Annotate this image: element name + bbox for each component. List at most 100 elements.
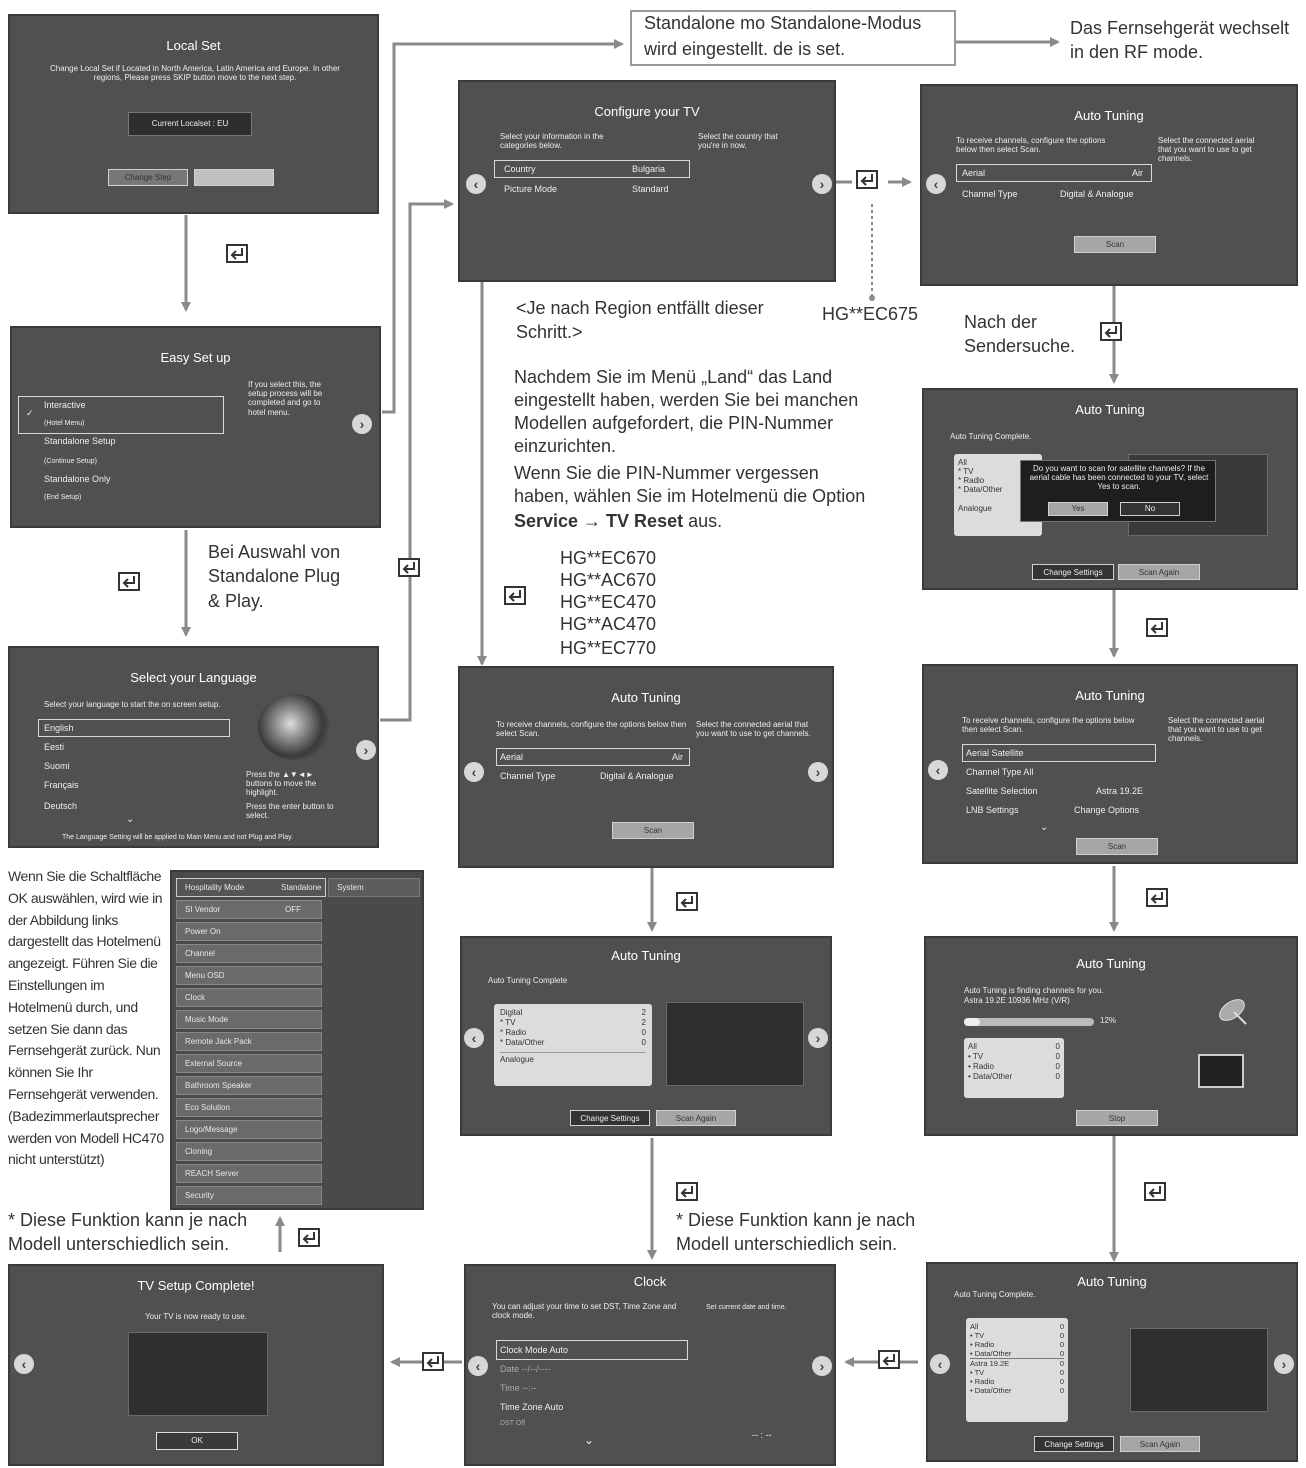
arrow-left-icon[interactable]: ‹ [926,174,946,194]
menu-bathroom-speaker[interactable]: Bathroom Speaker [176,1076,322,1095]
language-suomi[interactable]: Suomi [44,761,70,771]
menu-remote-jack-pack[interactable]: Remote Jack Pack [176,1032,322,1051]
screen-description: Change Local Set if Located in North Ame… [50,64,340,83]
no-button[interactable]: No [1120,502,1180,516]
item-count: 0 [1059,1340,1064,1349]
option-standalone-only[interactable]: Standalone Only [44,474,111,484]
arrow-right-icon[interactable]: › [1274,1354,1294,1374]
arrow-left-icon[interactable]: ‹ [466,174,486,194]
arrow-left-icon[interactable]: ‹ [464,762,484,782]
menu-music-mode[interactable]: Music Mode [176,1010,322,1029]
enter-key-icon [1144,1182,1166,1201]
item-label: Analogue [500,1055,534,1064]
row-aerial-label[interactable]: Aerial [962,168,986,178]
menu-eco-solution[interactable]: Eco Solution [176,1098,322,1117]
ok-button[interactable]: OK [156,1432,238,1450]
language-deutsch[interactable]: Deutsch [44,801,78,811]
row-aerial-value: Air [672,752,683,762]
help-move: Press the ▲▼◄► buttons to move the highl… [246,770,317,798]
language-francais[interactable]: Français [44,780,79,790]
scan-button[interactable]: Scan [1076,838,1158,855]
stop-button[interactable]: Stop [1076,1110,1158,1126]
chevron-down-icon[interactable]: ⌄ [126,814,135,825]
menu-channel[interactable]: Channel [176,944,322,963]
arrow-left-icon[interactable]: ‹ [14,1354,34,1374]
row-satellite-selection-label[interactable]: Satellite Selection [966,786,1038,796]
row-aerial-label[interactable]: Aerial [500,752,524,762]
progress-fill [964,1018,980,1026]
arrow-right-icon[interactable]: › [808,1028,828,1048]
row-aerial-satellite[interactable]: Aerial Satellite [966,748,1024,758]
yes-button[interactable]: Yes [1048,502,1108,516]
arrow-right-icon[interactable]: › [352,414,372,434]
row-picture-mode-label[interactable]: Picture Mode [504,184,558,194]
item-count: 2 [641,1008,646,1017]
enter-key-icon [504,586,526,605]
menu-security[interactable]: Security [176,1186,322,1205]
selected-row-box [962,744,1156,762]
change-settings-button[interactable]: Change Settings [570,1110,650,1126]
footer-note: The Language Setting will be applied to … [62,834,294,841]
language-english[interactable]: English [44,723,74,733]
list-item: * TV [958,467,974,476]
item-count: 0 [641,1038,646,1047]
scan-again-button[interactable]: Scan Again [656,1110,736,1126]
row-country-label[interactable]: Country [504,164,536,174]
item-count: 0 [1059,1322,1064,1331]
scan-button[interactable]: Scan [612,822,694,839]
row-channel-type[interactable]: Channel Type All [966,767,1034,777]
row-channel-type-label[interactable]: Channel Type [962,189,1018,199]
row-lnb-settings-label[interactable]: LNB Settings [966,805,1019,815]
row-channel-type-label[interactable]: Channel Type [500,771,556,781]
menu-cloning[interactable]: Cloning [176,1142,322,1161]
arrow-left-icon[interactable]: ‹ [468,1356,488,1376]
item-label: • TV [970,1368,985,1377]
scan-again-button[interactable]: Scan Again [1118,564,1200,580]
menu-external-source[interactable]: External Source [176,1054,322,1073]
status-line-2: Astra 19.2E 10936 MHz (V/R) [964,996,1070,1005]
arrow-right-icon[interactable]: › [808,762,828,782]
row-time-zone[interactable]: Time Zone Auto [500,1402,564,1412]
chevron-down-icon[interactable]: ⌄ [1040,822,1049,833]
enter-key-icon [422,1352,444,1371]
current-localset: Current Localset : EU [151,119,229,128]
change-settings-button[interactable]: Change Settings [1034,1436,1114,1452]
menu-menu-osd[interactable]: Menu OSD [176,966,322,985]
arrow-left-icon[interactable]: ‹ [928,760,948,780]
menu-reach-server[interactable]: REACH Server [176,1164,322,1183]
satellite-dialog [1020,460,1216,522]
menu-logo-message[interactable]: Logo/Message [176,1120,322,1139]
scan-button[interactable]: Scan [1074,236,1156,253]
skip-button[interactable] [194,169,274,186]
option-standalone-setup[interactable]: Standalone Setup [44,436,116,446]
screen-auto-tuning-complete: Auto Tuning Auto Tuning Complete Digital… [460,936,832,1136]
change-step-button[interactable]: Change Step [108,169,188,186]
arrow-left-icon[interactable]: ‹ [464,1028,484,1048]
row-clock-mode[interactable]: Clock Mode Auto [500,1345,569,1355]
arrow-right-icon[interactable]: › [356,740,376,760]
chevron-down-icon[interactable]: ⌄ [584,1433,595,1447]
screen-title: TV Setup Complete! [137,1278,255,1293]
screen-clock: Clock You can adjust your time to set DS… [464,1264,836,1466]
item-count: 2 [641,1018,646,1027]
arrow-left-icon[interactable]: ‹ [930,1354,950,1374]
menu-clock[interactable]: Clock [176,988,322,1007]
screen-title: Clock [633,1274,667,1289]
change-settings-button[interactable]: Change Settings [1032,564,1114,580]
arrow-right-icon[interactable]: › [812,174,832,194]
language-eesti[interactable]: Eesti [44,742,65,752]
screen-title: Select your Language [130,670,257,685]
arrow-right-icon[interactable]: › [812,1356,832,1376]
item-label: • TV [968,1052,984,1061]
scan-again-button[interactable]: Scan Again [1120,1436,1200,1452]
menu-power-on[interactable]: Power On [176,922,322,941]
hotel-menu-system-tab[interactable]: System [328,878,420,897]
option-interactive[interactable]: Interactive [44,400,86,410]
model-675-label: HG**EC675 [822,304,919,324]
remote-control-icon [258,694,330,760]
